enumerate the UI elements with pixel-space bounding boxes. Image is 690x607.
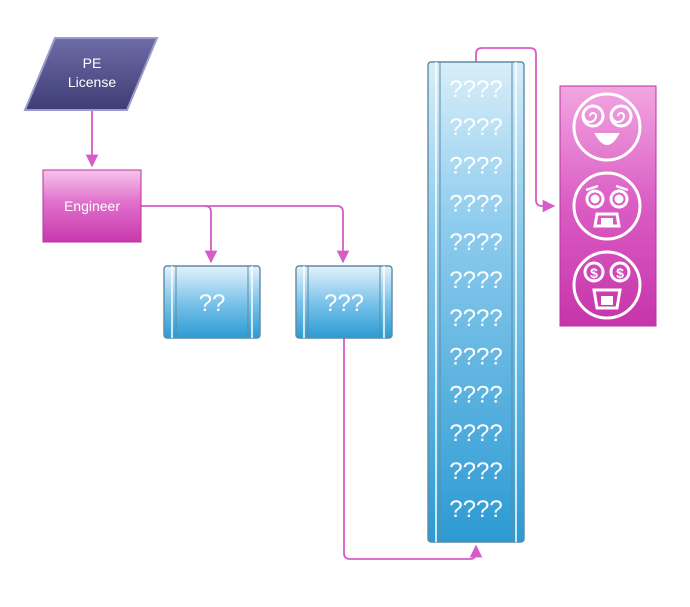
shocked-screaming-face-icon (572, 171, 642, 241)
hypnotized-laughing-face-icon (572, 92, 642, 162)
connector-engineer-to-medium-process (205, 205, 350, 264)
process-small-node: ?? (163, 265, 261, 339)
process-medium-node: ??? (295, 265, 393, 339)
process-tall-label: ???? (449, 229, 502, 256)
svg-text:$: $ (590, 265, 598, 281)
process-tall-label: ???? (449, 191, 502, 218)
svg-text:$: $ (616, 265, 624, 281)
connector-medium-to-tall-process (343, 338, 483, 560)
process-tall-label: ???? (449, 305, 502, 332)
connectors (85, 47, 556, 560)
connector-tall-process-to-emoji-panel (475, 47, 556, 213)
pe-license-node: PE License (23, 37, 159, 111)
pe-license-line2: License (68, 74, 116, 90)
process-tall-label: ???? (449, 382, 502, 409)
money-eyes-face-icon: $ $ (572, 250, 642, 320)
process-tall-label: ???? (449, 267, 502, 294)
emoji-panel-node: $ $ (559, 85, 657, 327)
process-small-label: ?? (199, 290, 226, 317)
engineer-node: Engineer (42, 169, 142, 243)
connector-engineer-to-small-process (141, 205, 218, 264)
process-tall-label: ???? (449, 458, 502, 485)
process-tall-label: ???? (449, 343, 502, 370)
process-tall-label: ???? (449, 114, 502, 141)
process-tall-label: ???? (449, 152, 502, 179)
pe-license-line1: PE (83, 55, 102, 71)
process-tall-label: ???? (449, 496, 502, 523)
engineer-label: Engineer (64, 198, 120, 214)
process-medium-label: ??? (324, 290, 364, 317)
process-tall-label: ???? (449, 420, 502, 447)
process-tall-label: ???? (449, 76, 502, 103)
process-tall-node: ????????????????????????????????????????… (427, 61, 525, 543)
